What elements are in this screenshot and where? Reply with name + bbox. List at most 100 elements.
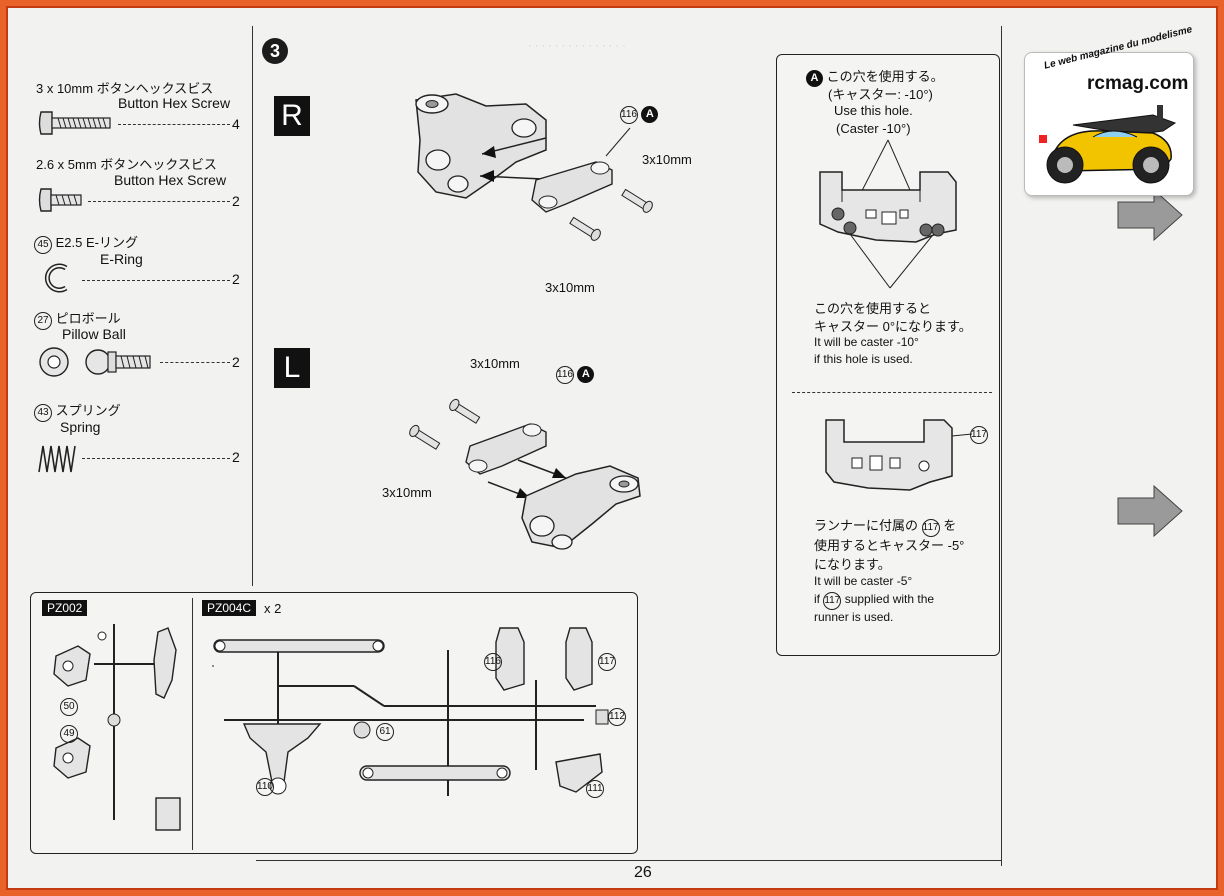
caster-mid-jp-line2: キャスター 0°になります。	[814, 319, 972, 334]
rc-car-icon	[1039, 105, 1177, 184]
logo-name: rcmag.com	[1087, 73, 1189, 94]
right-side-tag: R	[274, 96, 310, 136]
part-qty: 2	[232, 271, 240, 287]
rcmag-logo: Le web magazine du modelisme rcmag.com	[1024, 24, 1194, 196]
caster-bottom-jp-line1: ランナーに付属の 117 を	[814, 515, 956, 537]
runner-part-label: 111	[586, 780, 604, 798]
runner-pz004c-drawing	[212, 627, 609, 796]
caster-bottom-en-line1: It will be caster -5°	[814, 574, 913, 588]
part-number-badge: 61	[376, 723, 394, 741]
part-en-label: Button Hex Screw	[118, 95, 231, 111]
part-qty: 4	[232, 116, 240, 132]
screw-size-label: 3x10mm	[382, 485, 432, 500]
part-jp-label: 2.6 x 5mm ボタンヘックスビス	[36, 157, 217, 172]
caster-mid-en-line1: It will be caster -10°	[814, 335, 919, 349]
qty-leader	[82, 280, 230, 281]
part-117-badge: 117	[970, 426, 988, 444]
manual-page: · · · · · · · · · · · · · · · 3 x 10mm ボ…	[6, 6, 1218, 890]
part-en-label: Spring	[60, 419, 101, 435]
part-qty: 2	[232, 193, 240, 209]
part-jp-label: 3 x 10mm ボタンヘックスビス	[36, 81, 214, 96]
caster-a-en-line1: Use this hole.	[834, 103, 913, 118]
caster-bottom-jp-text: を	[943, 518, 957, 533]
caster-plate-117-drawing	[825, 419, 973, 491]
part-number-badge: 117	[970, 426, 988, 444]
caster-a-jp-line1: A この穴を使用する。	[806, 66, 944, 87]
caster-a-jp-line2: (キャスター: -10°)	[828, 87, 933, 102]
next-step-arrow-icon	[1117, 188, 1183, 242]
runner-part-label: 50	[60, 698, 78, 716]
part-qty: 2	[232, 354, 240, 370]
part-callout: 116 A	[620, 106, 659, 124]
part-number-badge: 117	[598, 653, 616, 671]
runner-part-label: 110	[256, 778, 274, 796]
screw-short-icon	[38, 188, 82, 212]
part-en-label: E-Ring	[100, 251, 143, 267]
runner-divider	[192, 598, 193, 850]
runner-part-label: 49	[60, 725, 78, 743]
part-qty: 2	[232, 449, 240, 465]
part-jp-text: ピロボール	[55, 311, 121, 326]
runner-part-label: 61	[376, 723, 394, 741]
runner-pz002-tag: PZ002	[42, 600, 88, 616]
caster-bottom-en-line2: if 117 supplied with the	[814, 592, 934, 610]
caster-bottom-jp-line2: 使用するとキャスター -5°	[814, 538, 965, 553]
caster-plate-a-drawing	[819, 139, 957, 289]
pillow-ball-icon	[39, 347, 151, 377]
part-callout: 116 A	[556, 366, 595, 384]
part-en-label: Button Hex Screw	[114, 172, 227, 188]
part-number-badge: 50	[60, 698, 78, 716]
runner-pz004c-tag: PZ004C	[202, 600, 257, 616]
part-number-badge: 27	[34, 312, 52, 330]
right-caster-block-drawing	[415, 93, 653, 241]
part-number-badge: 116	[556, 366, 574, 384]
qty-leader	[88, 201, 230, 202]
screw-size-label: 3x10mm	[470, 356, 520, 371]
variant-letter-badge: A	[577, 366, 595, 383]
next-step-arrow-icon	[1117, 484, 1183, 538]
runner-quantity: x 2	[264, 601, 282, 616]
part-jp-text: スプリング	[55, 403, 121, 418]
part-number-badge: 110	[256, 778, 274, 796]
part-number-badge: 117	[823, 592, 842, 610]
divider-left	[252, 26, 253, 586]
caster-bottom-en-text: supplied with the	[844, 592, 935, 606]
runner-part-label: 117	[598, 653, 616, 671]
divider-bottom	[256, 860, 1002, 861]
divider-right	[1001, 26, 1002, 866]
part-number-badge: 43	[34, 404, 52, 422]
part-en-label: Pillow Ball	[62, 326, 126, 342]
e-ring-icon	[44, 263, 68, 293]
part-jp-label: 45 E2.5 E-リング	[34, 232, 138, 254]
step-number: 3	[262, 38, 288, 64]
runner-pz002-drawing	[53, 624, 181, 831]
screw-size-label: 3x10mm	[545, 280, 595, 295]
caster-bottom-en-text: if	[814, 592, 820, 606]
part-jp-label: 27 ピロボール	[34, 308, 121, 330]
part-number-badge: 112	[608, 708, 626, 726]
runner-part-label: 112	[608, 708, 626, 726]
part-number-badge: 49	[60, 725, 78, 743]
left-caster-block-drawing	[409, 398, 641, 550]
caster-a-en-line2: (Caster -10°)	[836, 121, 911, 136]
caster-divider	[792, 392, 992, 393]
caster-info-box	[776, 54, 1000, 656]
caster-bottom-en-line3: runner is used.	[814, 610, 894, 624]
caster-mid-jp-line1: この穴を使用すると	[814, 301, 932, 316]
part-number-badge: 45	[34, 236, 52, 254]
page-number: 26	[634, 864, 652, 881]
left-side-tag: L	[274, 348, 310, 388]
qty-leader	[82, 458, 230, 459]
caster-mid-en-line2: if this hole is used.	[814, 352, 913, 366]
caster-a-jp-text: この穴を使用する。	[826, 69, 944, 84]
qty-leader	[118, 124, 230, 125]
screw-size-label: 3x10mm	[642, 152, 692, 167]
spring-icon	[38, 445, 76, 473]
part-number-badge: 111	[586, 780, 604, 798]
caster-bottom-jp-text: ランナーに付属の	[814, 518, 919, 533]
caster-bottom-jp-line3: になります。	[814, 557, 891, 572]
screw-long-icon	[38, 111, 111, 135]
variant-letter-badge: A	[806, 70, 823, 87]
runner-part-label: 116	[484, 653, 502, 671]
part-jp-text: E2.5 E-リング	[55, 235, 138, 250]
